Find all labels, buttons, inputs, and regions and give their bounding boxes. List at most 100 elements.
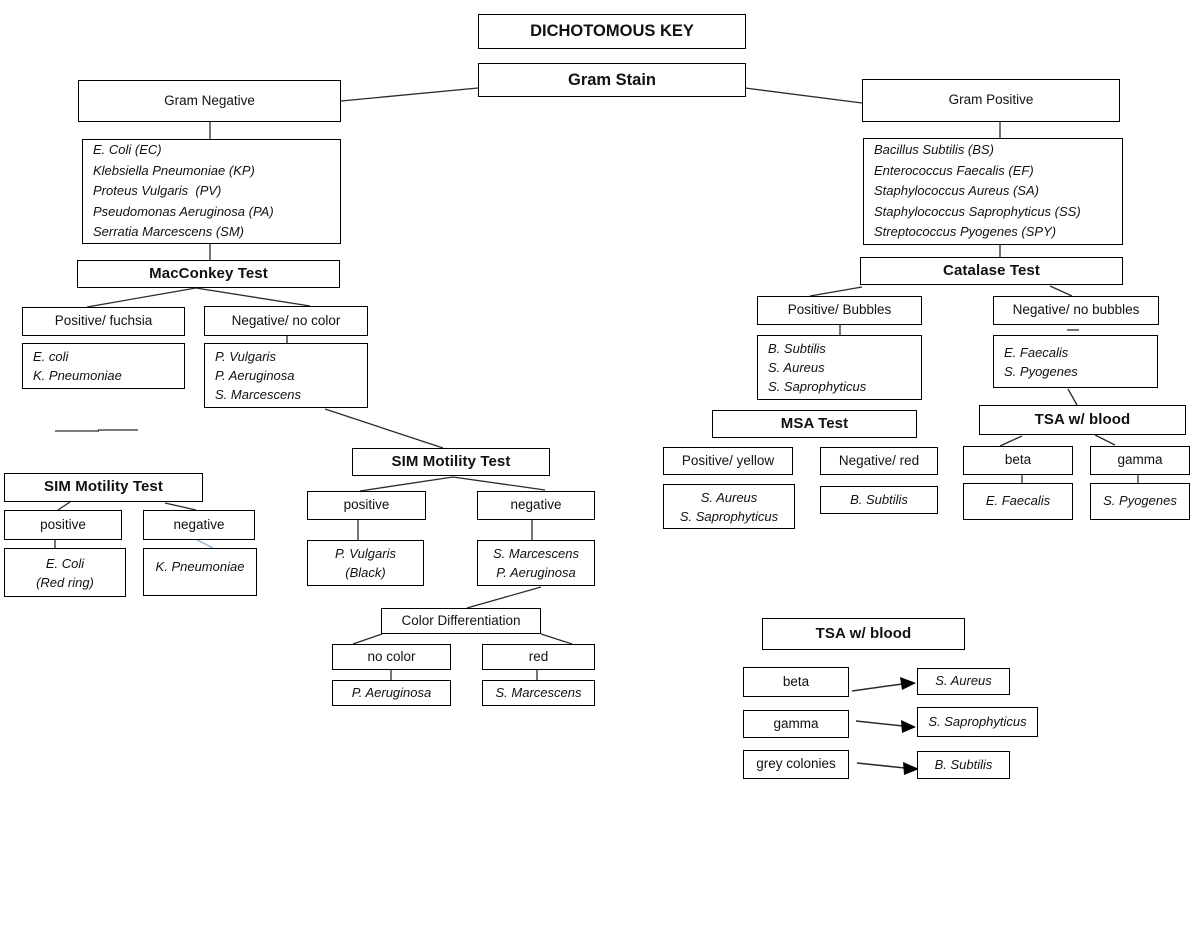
connector-line	[57, 501, 71, 511]
connector-line	[809, 286, 863, 297]
msa-negative-label: Negative/ red	[838, 452, 920, 468]
connector-line	[744, 87, 863, 104]
gram-negative-label: Gram Negative	[164, 92, 255, 108]
tsa-blood-label: TSA w/ blood	[1034, 410, 1131, 428]
connector-line	[540, 633, 573, 645]
connector-line	[999, 435, 1023, 447]
species-line: Staphylococcus Aureus (SA)	[874, 183, 1039, 199]
title-box: DICHOTOMOUS KEY	[478, 14, 746, 49]
sim-left-negative-box: negative	[143, 510, 255, 540]
msa-positive-box: Positive/ yellow	[663, 447, 793, 475]
sim-motility-center-label: SIM Motility Test	[391, 452, 511, 470]
catalase-positive-result-box: B. Subtilis S. Aureus S. Saprophyticus	[757, 335, 922, 400]
sim-motility-left-label: SIM Motility Test	[44, 478, 163, 496]
species-line: S. Marcescens	[215, 387, 301, 402]
catalase-positive-label: Positive/ Bubbles	[787, 302, 892, 318]
species-line: B. Subtilis	[768, 341, 826, 356]
sim-left-negative-label: negative	[173, 516, 225, 532]
species-line: Pseudomonas Aeruginosa (PA)	[93, 203, 274, 219]
red-label: red	[528, 648, 549, 664]
species-line: S. Saprophyticus	[768, 379, 867, 394]
species-line: E. Faecalis	[1004, 344, 1069, 360]
legend-row-label: beta	[782, 673, 810, 689]
gram-stain-label: Gram Stain	[567, 70, 657, 89]
sim-left-positive-label: positive	[40, 516, 86, 532]
legend-arrow-line	[851, 683, 903, 692]
species-line: Enterococcus Faecalis (EF)	[874, 162, 1034, 178]
tsa-gamma-label: gamma	[1117, 452, 1163, 468]
connector-line	[324, 408, 444, 449]
species-line: P. Aeruginosa	[215, 368, 295, 383]
species-line: Bacillus Subtilis (BS)	[874, 142, 994, 158]
catalase-negative-result-box: E. Faecalis S. Pyogenes	[993, 335, 1158, 388]
species-line: Serratia Marcescens (SM)	[93, 224, 244, 240]
connector-line	[1049, 285, 1073, 297]
result-line: S. Pyogenes	[1103, 493, 1177, 509]
species-line: K. Pneumoniae	[33, 368, 122, 383]
macconkey-negative-result-box: P. Vulgaris P. Aeruginosa S. Marcescens	[204, 343, 368, 408]
macconkey-positive-box: Positive/ fuchsia	[22, 307, 185, 336]
gram-positive-label: Gram Positive	[948, 92, 1034, 108]
red-result-box: S. Marcescens	[482, 680, 595, 706]
no-color-result-box: P. Aeruginosa	[332, 680, 451, 706]
catalase-test-label: Catalase Test	[943, 261, 1040, 279]
legend-beta-box: beta	[743, 667, 849, 697]
catalase-negative-label: Negative/ no bubbles	[1012, 302, 1140, 318]
legend-row-result: S. Aureus	[935, 673, 992, 689]
connector-line	[452, 476, 546, 491]
sim-left-positive-result-box: E. Coli (Red ring)	[4, 548, 126, 597]
red-box: red	[482, 644, 595, 670]
sim-left-positive-box: positive	[4, 510, 122, 540]
color-differentiation-box: Color Differentiation	[381, 608, 541, 634]
species-line: E. coli	[33, 349, 69, 364]
color-differentiation-label: Color Differentiation	[401, 612, 521, 628]
tsa-beta-result-box: E. Faecalis	[963, 483, 1073, 520]
sim-motility-center-box: SIM Motility Test	[352, 448, 550, 476]
connector-line	[466, 586, 542, 609]
species-line: S. Aureus	[700, 489, 758, 505]
result-line: E. Coli	[45, 555, 85, 571]
arrowhead	[900, 677, 916, 690]
sim-center-negative-label: negative	[510, 497, 562, 513]
legend-title-label: TSA w/ blood	[815, 624, 912, 642]
catalase-positive-box: Positive/ Bubbles	[757, 296, 922, 325]
result-line: (Red ring)	[36, 574, 94, 590]
connector-line	[340, 87, 479, 102]
result-line: P. Vulgaris	[335, 546, 396, 561]
diagram-title: DICHOTOMOUS KEY	[530, 22, 694, 41]
gram-positive-box: Gram Positive	[862, 79, 1120, 122]
connector-line	[352, 633, 383, 645]
sim-center-positive-label: positive	[343, 497, 390, 513]
legend-title-box: TSA w/ blood	[762, 618, 965, 650]
connector-line	[1094, 434, 1116, 446]
tsa-blood-box: TSA w/ blood	[979, 405, 1186, 435]
legend-row-result: B. Subtilis	[934, 756, 993, 772]
result-line: (Black)	[345, 565, 386, 580]
macconkey-negative-label: Negative/ no color	[231, 312, 341, 328]
connector-line	[1067, 388, 1078, 406]
sim-center-negative-result-box: S. Marcescens P. Aeruginosa	[477, 540, 595, 586]
catalase-test-box: Catalase Test	[860, 257, 1123, 285]
msa-positive-result-box: S. Aureus S. Saprophyticus	[663, 484, 795, 529]
tsa-gamma-result-box: S. Pyogenes	[1090, 483, 1190, 520]
sim-left-negative-result-box: K. Pneumoniae	[143, 548, 257, 596]
legend-row-result: S. Saprophyticus	[928, 713, 1027, 729]
connector-line	[86, 287, 197, 308]
connector-line	[164, 502, 197, 511]
gram-negative-box: Gram Negative	[78, 80, 341, 122]
species-line: S. Aureus	[768, 360, 825, 375]
tsa-gamma-box: gamma	[1090, 446, 1190, 475]
connector-line	[359, 476, 454, 492]
macconkey-positive-label: Positive/ fuchsia	[54, 313, 153, 329]
result-line: S. Marcescens	[493, 546, 579, 561]
legend-grey-result-box: B. Subtilis	[917, 751, 1010, 779]
species-line: S. Pyogenes	[1004, 363, 1078, 379]
species-line: Proteus Vulgaris (PV)	[93, 183, 222, 199]
tsa-beta-label: beta	[1004, 452, 1032, 468]
legend-arrow-line	[855, 720, 904, 727]
macconkey-negative-box: Negative/ no color	[204, 306, 368, 336]
species-line: P. Vulgaris	[215, 349, 276, 364]
msa-negative-box: Negative/ red	[820, 447, 938, 475]
result-line: P. Aeruginosa	[496, 565, 576, 580]
species-line: S. Saprophyticus	[679, 508, 779, 524]
